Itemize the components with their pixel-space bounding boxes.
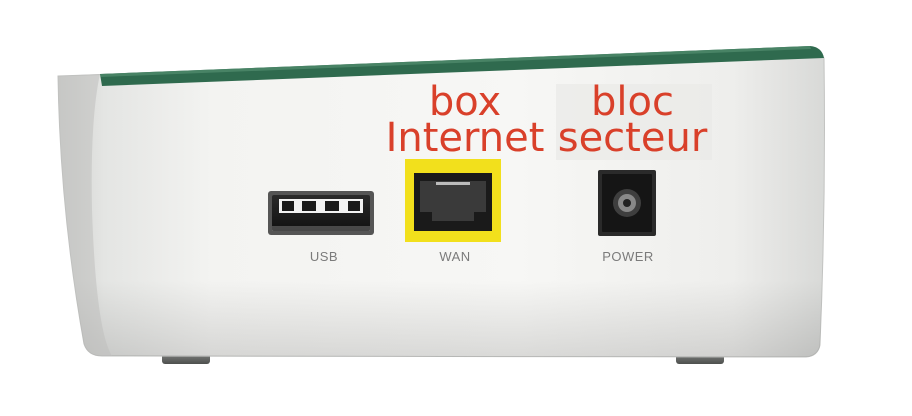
wan-annotation-line2: Internet — [385, 115, 545, 161]
power-annotation-line2: secteur — [557, 115, 708, 161]
top-green-band — [100, 46, 824, 86]
usb-label: USB — [309, 249, 339, 264]
power-annotation-backdrop — [556, 84, 712, 160]
power-annotation-line1: bloc — [591, 79, 674, 125]
usb-port — [268, 191, 374, 235]
left-edge-shadow — [58, 74, 112, 356]
top-band-highlight — [100, 46, 811, 77]
wan-label: WAN — [439, 249, 471, 264]
power-label: POWER — [602, 249, 654, 264]
wan-annotation: box Internet — [340, 79, 590, 161]
power-port — [598, 170, 656, 236]
power-annotation: bloc secteur — [540, 79, 725, 161]
wan-port — [405, 159, 501, 242]
wan-annotation-line1: box — [428, 79, 502, 125]
